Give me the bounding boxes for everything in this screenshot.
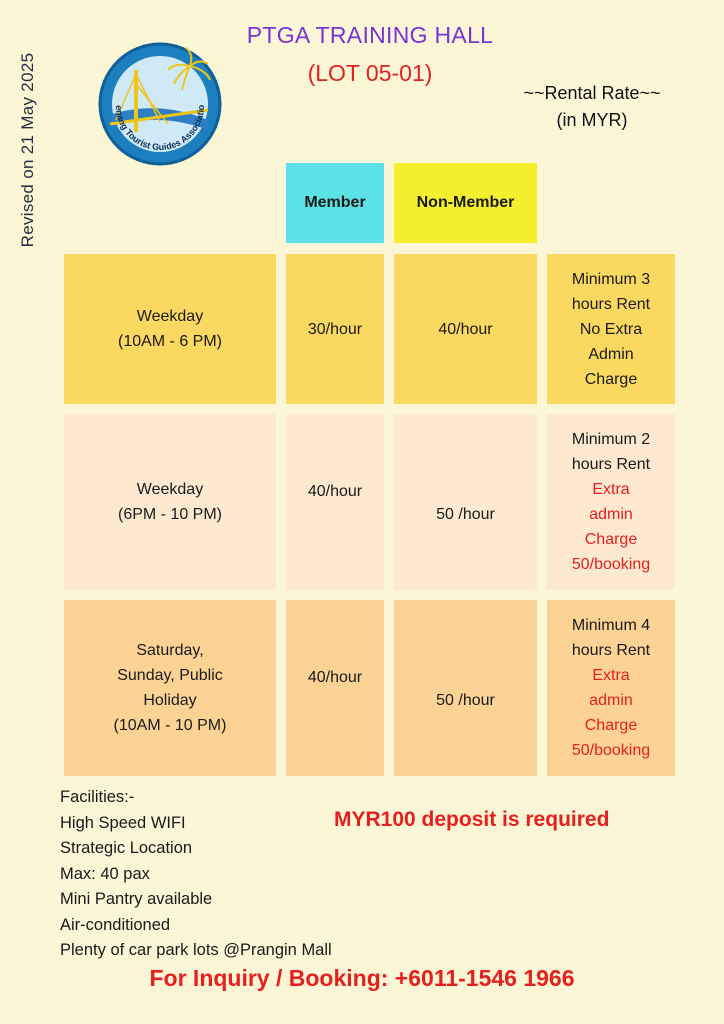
row2-extra-charge-line: 50/booking bbox=[571, 556, 651, 573]
row1-period-line: Weekday bbox=[136, 308, 204, 325]
inquiry-contact: For Inquiry / Booking: +6011-1546 1966 bbox=[149, 965, 575, 991]
row3-non-member-rate: 50 /hour bbox=[394, 600, 537, 776]
row1-note-line: hours Rent bbox=[571, 295, 651, 313]
ptga-logo: Penang Tourist Guides Association bbox=[93, 32, 224, 168]
lot-number: (LOT 05-01) bbox=[307, 60, 433, 86]
member-header: Member bbox=[286, 163, 384, 243]
row3-period: Saturday, Sunday, Public Holiday (10AM -… bbox=[64, 600, 276, 776]
row1-period: Weekday (10AM - 6 PM) bbox=[64, 254, 276, 404]
deposit-notice: MYR100 deposit is required bbox=[334, 808, 610, 831]
row2-period-line: (6PM - 10 PM) bbox=[117, 506, 222, 523]
row3-note: Minimum 4 hours Rent Extra admin Charge … bbox=[547, 600, 675, 776]
facilities-heading: Facilities:- bbox=[60, 788, 135, 806]
logo-emblem-icon: Penang Tourist Guides Association bbox=[93, 32, 222, 166]
row3-note-line: Minimum 4 bbox=[571, 617, 651, 634]
row3-period-line: (10AM - 10 PM) bbox=[113, 717, 227, 734]
row3-extra-charge-line: admin bbox=[589, 692, 633, 709]
row1-note-line: Minimum 3 bbox=[571, 270, 651, 288]
row2-member-rate: 40/hour bbox=[286, 414, 384, 590]
row2-period: Weekday (6PM - 10 PM) bbox=[64, 414, 276, 590]
row2-extra-charge-line: admin bbox=[589, 506, 633, 523]
row2-extra-charge-line: Charge bbox=[584, 531, 638, 548]
row2-note-line: hours Rent bbox=[571, 456, 651, 473]
facilities-list: Facilities:- High Speed WIFI Strategic L… bbox=[60, 785, 332, 964]
rental-rate-label: ~~Rental Rate~~ (in MYR) bbox=[492, 80, 692, 134]
page-title: PTGA TRAINING HALL bbox=[246, 22, 494, 48]
revised-date: Revised on 21 May 2025 bbox=[18, 52, 37, 248]
facility-item: Plenty of car park lots @Prangin Mall bbox=[60, 941, 332, 959]
facility-item: Max: 40 pax bbox=[60, 864, 150, 883]
row3-period-line: Holiday bbox=[143, 692, 197, 709]
rental-rate-line1: ~~Rental Rate~~ bbox=[523, 83, 661, 103]
row1-non-member-rate: 40/hour bbox=[394, 254, 537, 404]
facility-item: High Speed WIFI bbox=[60, 813, 186, 832]
rental-rate-line2: (in MYR) bbox=[556, 110, 628, 130]
row2-note-line: Minimum 2 bbox=[571, 431, 651, 448]
row1-note-line: Charge bbox=[584, 370, 638, 388]
row2-period-line: Weekday bbox=[136, 481, 204, 498]
non-member-header: Non-Member bbox=[394, 163, 537, 243]
row3-period-line: Sunday, Public bbox=[117, 667, 223, 684]
row3-extra-charge-line: Extra bbox=[592, 667, 630, 684]
facility-item: Strategic Location bbox=[60, 839, 193, 857]
row2-extra-charge-line: Extra bbox=[592, 481, 630, 498]
row1-period-line: (10AM - 6 PM) bbox=[117, 333, 222, 350]
row3-note-line: hours Rent bbox=[571, 642, 651, 659]
row2-non-member-rate: 50 /hour bbox=[394, 414, 537, 590]
row3-extra-charge-line: Charge bbox=[584, 717, 638, 734]
row1-note: Minimum 3 hours Rent No Extra Admin Char… bbox=[547, 254, 675, 404]
row2-note: Minimum 2 hours Rent Extra admin Charge … bbox=[547, 414, 675, 590]
row3-extra-charge-line: 50/booking bbox=[571, 742, 651, 759]
row1-note-line: No Extra bbox=[579, 320, 643, 338]
row3-period-line: Saturday, bbox=[136, 642, 204, 659]
facility-item: Mini Pantry available bbox=[60, 890, 213, 908]
facility-item: Air-conditioned bbox=[60, 915, 171, 934]
row1-member-rate: 30/hour bbox=[286, 254, 384, 404]
row1-note-line: Admin bbox=[588, 345, 634, 363]
row3-member-rate: 40/hour bbox=[286, 600, 384, 776]
